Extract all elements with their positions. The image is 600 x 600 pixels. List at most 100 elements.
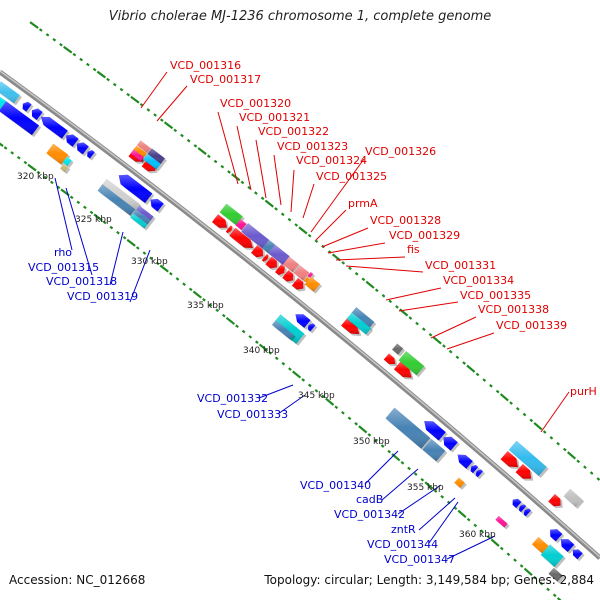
- feature-highlight: [393, 361, 412, 378]
- tick-mark: [126, 92, 131, 97]
- tick-mark: [119, 87, 124, 92]
- gene-label-forward[interactable]: VCD_001338: [478, 303, 549, 316]
- feature-highlight: [383, 353, 396, 365]
- tick-mark: [215, 308, 220, 313]
- feature-highlight: [523, 508, 532, 517]
- tick-mark: [482, 378, 487, 382]
- feature-highlight: [101, 178, 140, 211]
- gene-label-forward[interactable]: VCD_001322: [258, 125, 329, 138]
- gene-label-forward[interactable]: VCD_001320: [220, 97, 291, 110]
- tick-mark: [83, 205, 87, 210]
- tick-mark: [354, 272, 359, 276]
- leader-line: [345, 265, 424, 273]
- tick-mark: [314, 389, 319, 393]
- tick-label: 335 kbp: [187, 301, 224, 311]
- feature-highlight: [560, 539, 575, 553]
- tick-mark: [76, 200, 81, 205]
- tick-mark: [341, 410, 345, 415]
- gene-label-reverse[interactable]: VCD_001333: [217, 408, 288, 421]
- gene-label-reverse[interactable]: rho: [54, 246, 72, 259]
- tick-mark: [208, 303, 213, 307]
- gene-label-forward[interactable]: VCD_001339: [496, 319, 567, 332]
- tick-mark: [69, 195, 74, 200]
- feature-shadow: [227, 227, 235, 236]
- gene-label-forward[interactable]: VCD_001328: [370, 214, 441, 227]
- tick-mark: [519, 564, 524, 568]
- tick-mark: [367, 433, 372, 437]
- tick-mark: [539, 581, 544, 586]
- gene-label-forward[interactable]: VCD_001324: [296, 154, 367, 167]
- gene-label-forward[interactable]: VCD_001334: [443, 274, 514, 287]
- tick-mark: [301, 378, 306, 382]
- gene-label-reverse[interactable]: VCD_001315: [28, 261, 99, 274]
- leader-line: [310, 158, 365, 233]
- gene-label-reverse[interactable]: cadB: [356, 493, 383, 506]
- gene-label-reverse[interactable]: VCD_001347: [384, 553, 455, 566]
- gene-label-reverse[interactable]: VCD_001344: [367, 538, 438, 551]
- tick-mark: [163, 121, 174, 130]
- tick-mark: [89, 210, 94, 215]
- gene-label-forward[interactable]: VCD_001335: [460, 289, 531, 302]
- gene-label-forward[interactable]: VCD_001316: [170, 59, 241, 72]
- feature-highlight: [87, 149, 95, 159]
- tick-mark: [173, 128, 178, 133]
- tick-mark: [225, 316, 236, 325]
- gene-label-forward[interactable]: VCD_001323: [277, 140, 348, 153]
- tick-mark: [175, 277, 180, 281]
- tick-mark: [529, 418, 534, 423]
- tick-mark: [292, 370, 302, 379]
- tick-mark: [307, 383, 312, 388]
- gene-label-forward[interactable]: prmA: [348, 197, 378, 210]
- tick-mark: [281, 361, 286, 366]
- feature-highlight: [283, 256, 299, 273]
- gene-label-forward[interactable]: fis: [407, 243, 420, 256]
- tick-mark: [227, 170, 231, 174]
- gene-label-reverse[interactable]: VCD_001318: [46, 275, 117, 288]
- feature-highlight: [303, 276, 310, 283]
- leader-line: [446, 332, 495, 350]
- tick-mark: [202, 298, 206, 302]
- gene-label-forward[interactable]: purH: [570, 385, 597, 398]
- gene-label-reverse[interactable]: VCD_001332: [197, 392, 268, 405]
- tick-mark: [258, 343, 269, 352]
- gene-label-reverse[interactable]: zntR: [391, 523, 416, 536]
- tick-mark: [43, 175, 48, 180]
- gene-label-reverse[interactable]: VCD_001319: [67, 290, 138, 303]
- feature-highlight: [22, 101, 32, 112]
- tick-mark: [523, 567, 533, 576]
- tick-mark: [206, 154, 211, 159]
- tick-mark: [321, 394, 325, 399]
- feature-highlight: [422, 439, 446, 462]
- gene-label-forward[interactable]: VCD_001326: [365, 145, 436, 158]
- feature-highlight: [470, 464, 479, 474]
- tick-mark: [499, 393, 509, 402]
- accession-text: Accession: NC_012668: [9, 573, 146, 587]
- gene-label-forward[interactable]: VCD_001331: [425, 259, 496, 272]
- leader-line: [335, 256, 406, 261]
- feature-highlight: [508, 440, 547, 476]
- feature-highlight: [304, 276, 321, 292]
- tick-mark: [149, 256, 153, 261]
- gene-label-forward[interactable]: VCD_001329: [389, 229, 460, 242]
- leader-line: [258, 384, 294, 399]
- gene-label-forward[interactable]: VCD_001317: [190, 73, 261, 86]
- tick-mark: [109, 225, 114, 230]
- feature-highlight: [398, 350, 425, 376]
- feature-highlight: [211, 214, 228, 228]
- tick-mark: [0, 142, 4, 147]
- tick-mark: [421, 327, 426, 332]
- tick-mark: [400, 461, 405, 465]
- feature-highlight: [250, 245, 264, 258]
- feature-highlight: [118, 174, 153, 204]
- tick-mark: [63, 45, 73, 54]
- tick-mark: [288, 367, 292, 371]
- gene-label-forward[interactable]: VCD_001321: [239, 111, 310, 124]
- map-title: Vibrio cholerae MJ-1236 chromosome 1, co…: [108, 9, 492, 24]
- gene-label-reverse[interactable]: VCD_001340: [300, 479, 371, 492]
- gene-label-forward[interactable]: VCD_001325: [316, 170, 387, 183]
- tick-mark: [254, 191, 258, 195]
- chromosome-backbone: [0, 69, 600, 560]
- feature-highlight: [424, 420, 446, 441]
- gene-label-reverse[interactable]: VCD_001342: [334, 508, 405, 521]
- leader-line: [236, 125, 252, 191]
